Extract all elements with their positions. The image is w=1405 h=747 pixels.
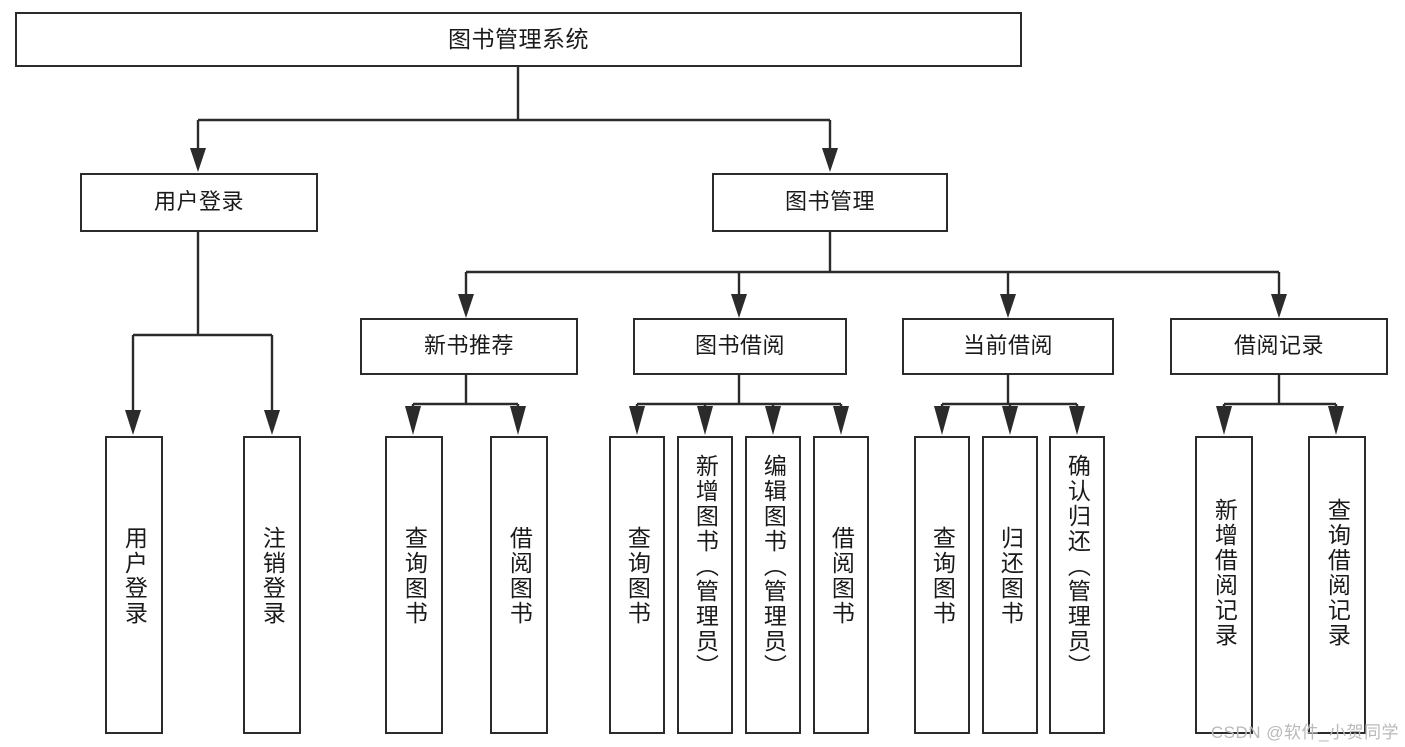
- leaf-record-add-record[interactable]: 新增借阅记录: [1195, 436, 1253, 734]
- arrowhead-book-g3: [1000, 294, 1016, 318]
- arrowhead-current-leaf1: [934, 406, 950, 435]
- arrowhead-book-g4: [1271, 294, 1287, 318]
- leaf-new-book-borrow-book[interactable]: 借阅图书: [490, 436, 548, 734]
- leaf-user-login-signin[interactable]: 用户登录: [105, 436, 163, 734]
- node-new-book-recommend[interactable]: 新书推荐: [360, 318, 578, 375]
- node-label: 编辑图书（管理员）: [760, 454, 787, 679]
- leaf-current-query-book[interactable]: 查询图书: [914, 436, 970, 734]
- node-label: 借阅图书: [828, 526, 855, 626]
- arrowhead-user-leaf2: [264, 410, 280, 435]
- arrowhead-record-leaf2: [1328, 406, 1344, 435]
- node-label: 查询借阅记录: [1324, 498, 1351, 648]
- node-label: 用户登录: [153, 189, 244, 215]
- arrowhead-borrow-leaf1: [629, 406, 645, 435]
- leaf-current-confirm-return-admin[interactable]: 确认归还（管理员）: [1049, 436, 1105, 734]
- leaf-user-login-signout[interactable]: 注销登录: [243, 436, 301, 734]
- leaf-current-return-book[interactable]: 归还图书: [982, 436, 1038, 734]
- node-label: 当前借阅: [962, 333, 1053, 359]
- arrowhead-newbook-leaf2: [510, 406, 526, 435]
- arrowhead-current-leaf3: [1069, 406, 1085, 435]
- leaf-borrow-query-book[interactable]: 查询图书: [609, 436, 665, 734]
- node-label: 注销登录: [259, 526, 286, 626]
- arrowhead-root-to-book: [822, 148, 838, 172]
- node-root-system[interactable]: 图书管理系统: [15, 12, 1022, 67]
- node-label: 借阅记录: [1233, 333, 1324, 359]
- node-label: 图书借阅: [694, 333, 785, 359]
- arrowhead-borrow-leaf3: [765, 406, 781, 435]
- node-label: 查询图书: [401, 526, 428, 626]
- node-label: 归还图书: [997, 526, 1024, 626]
- arrowhead-record-leaf1: [1216, 406, 1232, 435]
- leaf-new-book-query-book[interactable]: 查询图书: [385, 436, 443, 734]
- arrowhead-book-g2: [731, 294, 747, 318]
- node-current-borrow[interactable]: 当前借阅: [902, 318, 1114, 375]
- node-label: 新增图书（管理员）: [692, 454, 719, 679]
- node-label: 图书管理: [784, 189, 875, 215]
- arrowhead-current-leaf2: [1002, 406, 1018, 435]
- node-user-login[interactable]: 用户登录: [80, 173, 318, 232]
- arrowhead-book-g1: [458, 294, 474, 318]
- node-label: 查询图书: [929, 526, 956, 626]
- arrowhead-borrow-leaf4: [833, 406, 849, 435]
- leaf-record-query-record[interactable]: 查询借阅记录: [1308, 436, 1366, 734]
- arrowhead-user-leaf1: [125, 410, 141, 435]
- leaf-borrow-edit-book-admin[interactable]: 编辑图书（管理员）: [745, 436, 801, 734]
- node-book-management[interactable]: 图书管理: [712, 173, 948, 232]
- leaf-borrow-add-book-admin[interactable]: 新增图书（管理员）: [677, 436, 733, 734]
- node-label: 借阅图书: [506, 526, 533, 626]
- arrowhead-borrow-leaf2: [697, 406, 713, 435]
- node-book-borrow[interactable]: 图书借阅: [633, 318, 847, 375]
- leaf-borrow-borrow-book[interactable]: 借阅图书: [813, 436, 869, 734]
- node-label: 新增借阅记录: [1211, 498, 1238, 648]
- node-label: 用户登录: [121, 526, 148, 626]
- arrowhead-root-to-user: [190, 148, 206, 172]
- node-borrow-record[interactable]: 借阅记录: [1170, 318, 1388, 375]
- node-label: 查询图书: [624, 526, 651, 626]
- arrowhead-newbook-leaf1: [405, 406, 421, 435]
- node-label: 确认归还（管理员）: [1064, 454, 1091, 679]
- node-label: 图书管理系统: [448, 25, 589, 52]
- node-label: 新书推荐: [423, 333, 514, 359]
